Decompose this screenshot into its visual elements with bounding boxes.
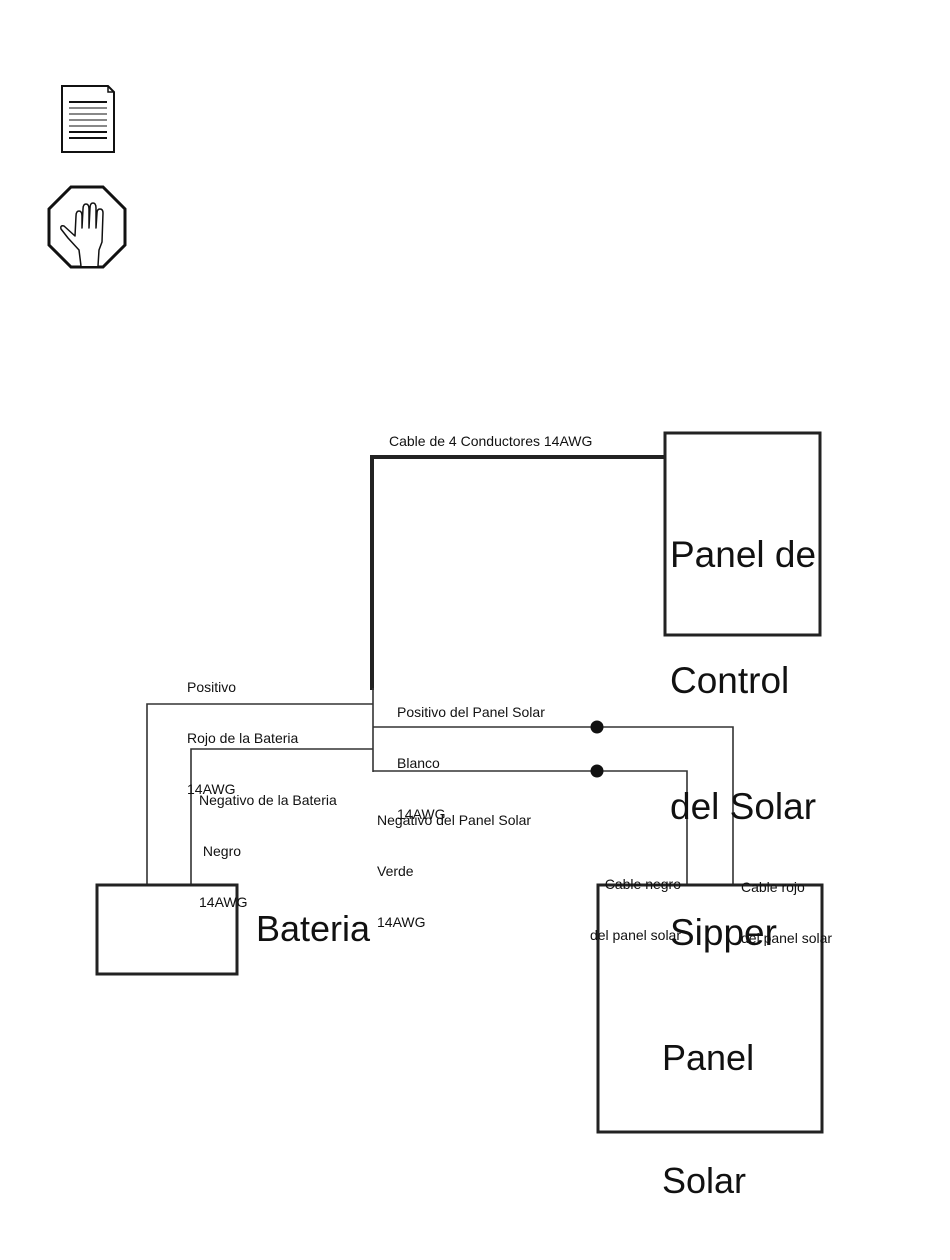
battery-box [95,883,239,976]
label-line: 14AWG [397,806,446,822]
control-panel-box [663,431,822,637]
label-line: Positivo del Panel Solar [397,704,545,720]
label-line: Positivo [187,679,237,695]
label-line: Rojo de la Bateria [187,730,299,746]
control-panel-line: Panel de [670,534,817,575]
label-line: Verde [377,863,414,879]
label-line: Solar [662,1160,747,1201]
control-panel-line: Sipper [670,912,777,953]
battery-positive-wire [146,703,373,884]
label-line: Cable rojo [741,879,805,895]
label-line: Negativo de la Bateria [199,792,337,808]
cable-label: Cable de 4 Conductores 14AWG [389,433,593,449]
control-panel-line: del Solar [670,786,817,827]
stop-hand-icon [46,184,128,275]
battery-negative-wire [190,748,373,884]
battery-label: Bateria [256,908,371,949]
battery-negative-label: Negativo de la Bateria Negro 14AWG [199,758,337,928]
label-line: del panel solar [741,930,833,946]
label-line: Panel [662,1037,755,1078]
solar-panel-box [596,883,824,1134]
four-conductor-cable [370,455,665,690]
battery-positive-label: Positivo Rojo de la Bateria 14AWG [187,645,298,815]
label-line: Negro [199,843,242,859]
label-line: del panel solar [589,927,681,943]
label-line: Negativo del Panel Solar [377,812,532,828]
panel-negative-label: Negativo del Panel Solar Verde 14AWG [377,778,531,948]
panel-positive-wire [373,726,734,884]
label-line: 14AWG [199,894,248,910]
label-line: 14AWG [377,914,426,930]
control-panel-line: Control [670,660,790,701]
control-panel-label: Panel de Control del Solar Sipper [670,450,816,996]
panel-negative-wire [373,770,688,884]
label-line: Blanco [397,755,440,771]
positive-splice-dot [590,720,604,734]
negative-splice-dot [590,764,604,778]
panel-red-cable-label: Cable rojo del panel solar [741,845,832,964]
solar-panel-label: Panel Solar [662,955,754,1242]
label-line: Cable negro [604,876,681,892]
panel-positive-label: Positivo del Panel Solar Blanco 14AWG [397,670,545,840]
label-line: 14AWG [187,781,236,797]
document-icon [60,84,118,161]
panel-black-cable-label: Cable negro del panel solar [578,842,681,961]
